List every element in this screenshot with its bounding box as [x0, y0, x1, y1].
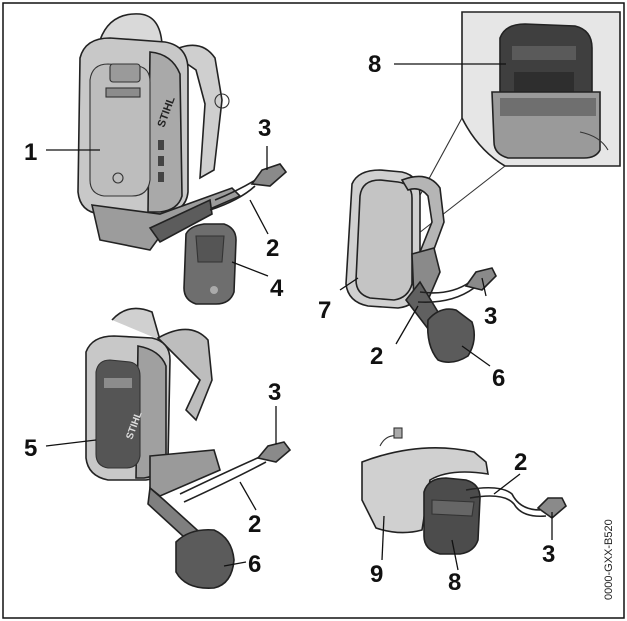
callout-6: 6: [492, 365, 505, 392]
callout-1: 1: [24, 139, 37, 166]
callout-8: 8: [448, 569, 461, 596]
callout-7: 7: [318, 297, 331, 324]
side-pack-illustration: [345, 11, 621, 364]
callout-8: 8: [368, 51, 381, 78]
callout-2: 2: [248, 511, 261, 538]
backpack-battery-illustration: STIHL: [77, 13, 288, 305]
leader-lines: [45, 63, 553, 571]
callout-3: 3: [258, 115, 271, 142]
callout-3: 3: [542, 541, 555, 568]
callout-9: 9: [370, 561, 383, 588]
callout-4: 4: [270, 275, 284, 302]
figure-code: 0000-GXX-B520: [603, 519, 615, 600]
callout-5: 5: [24, 435, 37, 462]
callout-6: 6: [248, 551, 261, 578]
callout-2: 2: [370, 343, 383, 370]
backpack-with-pad-illustration: STIHL: [85, 307, 292, 589]
callout-2: 2: [514, 449, 527, 476]
callout-2: 2: [266, 235, 279, 262]
callout-numbers: 1 3 2 4 8 7 3 2 6 5 3 2 6 2 9 8 3: [24, 51, 555, 596]
belt-pouch-illustration: [361, 427, 567, 555]
callout-3: 3: [484, 303, 497, 330]
callout-3: 3: [268, 379, 281, 406]
